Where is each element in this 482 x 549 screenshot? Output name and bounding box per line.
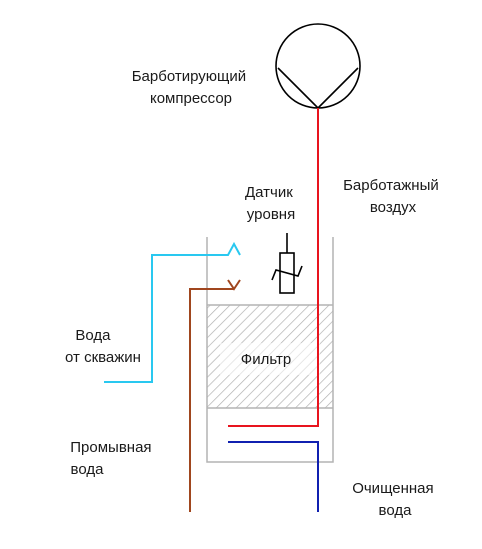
wash-water-line <box>189 288 234 512</box>
sensor-label: Датчик уровня <box>245 184 297 223</box>
clean-water-label: Очищенная вода <box>352 480 438 519</box>
filter-block <box>207 304 333 409</box>
wash-water-arrow <box>227 279 241 291</box>
compressor-label: Барботирующий компрессор <box>132 68 251 107</box>
air-line <box>228 108 319 427</box>
air-label: Барботажный воздух <box>343 177 443 216</box>
compressor-symbol-icon <box>275 23 361 109</box>
well-water-label: Вода от скважин <box>65 327 141 366</box>
clean-water-line <box>228 441 319 512</box>
level-sensor-icon <box>271 233 303 294</box>
wash-water-label: Промывная вода <box>70 439 155 478</box>
well-water-line <box>104 241 241 383</box>
filter-label: Фильтр <box>241 351 291 368</box>
